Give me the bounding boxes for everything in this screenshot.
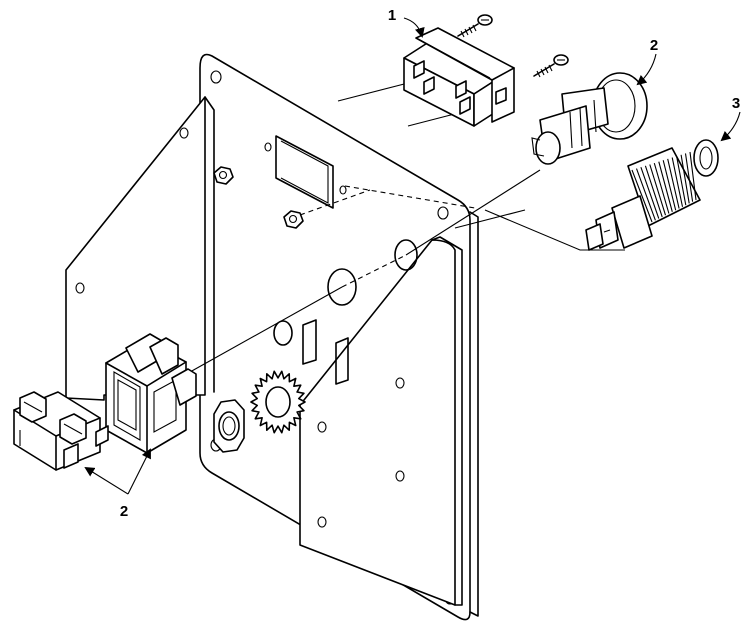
toothed-lock-washer: [250, 370, 306, 434]
hex-nut-lower: [283, 210, 304, 229]
plate-cutouts: [264, 135, 418, 385]
mounting-screw-upper: [457, 14, 493, 38]
mounting-screw-lower: [533, 54, 569, 78]
callout-leaders: [84, 17, 741, 495]
callout-label-2-bottom: 2: [120, 503, 128, 520]
callout-label-1: 1: [388, 7, 396, 24]
panel-mounting-nut: [213, 399, 245, 453]
fuse-holder-frame: [105, 333, 197, 454]
callout-label-2-top: 2: [650, 37, 658, 54]
left-gusset-bracket: [65, 96, 215, 401]
power-entry-module: [403, 27, 515, 127]
callout-label-3: 3: [732, 95, 740, 112]
alignment-lines: [189, 81, 625, 373]
hex-nut-upper: [213, 166, 234, 185]
right-gusset-bracket: [299, 236, 463, 606]
fuse-holder-post: [531, 72, 648, 165]
fuse-clip-block: [13, 391, 109, 471]
threaded-connector: [585, 139, 719, 251]
